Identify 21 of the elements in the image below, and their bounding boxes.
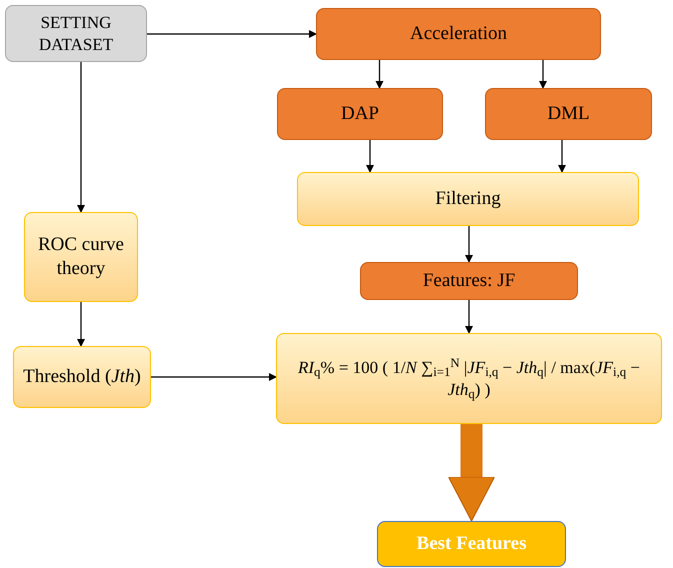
block-arrow bbox=[448, 424, 495, 522]
process-box: ROC curve theory bbox=[24, 212, 138, 302]
arrow bbox=[151, 373, 277, 381]
process-box: Acceleration bbox=[316, 8, 601, 60]
arrow bbox=[366, 140, 374, 173]
arrow bbox=[558, 140, 566, 173]
arrow bbox=[539, 60, 547, 89]
process-box: SETTING DATASET bbox=[5, 5, 147, 62]
arrow bbox=[465, 300, 473, 334]
process-box: Filtering bbox=[297, 172, 639, 226]
formula-box: RI$_{q}$% = 100 ( 1/N ∑$_{i=1}$$^{N}$ |JF$_{i,q}$ − Jth$_{q}$| / max(JF$_{i,q}$ − Jth$_{q}$) ) bbox=[276, 333, 662, 424]
arrow bbox=[77, 302, 85, 347]
arrow bbox=[77, 62, 85, 213]
arrow bbox=[376, 60, 384, 89]
arrow bbox=[465, 226, 473, 263]
result-box: Best Features bbox=[377, 521, 566, 567]
process-box: Features: JF bbox=[360, 262, 578, 300]
process-box: DML bbox=[485, 88, 652, 140]
process-box: Threshold (Jth) bbox=[13, 346, 151, 408]
arrow bbox=[147, 30, 317, 38]
process-box: DAP bbox=[277, 88, 443, 140]
